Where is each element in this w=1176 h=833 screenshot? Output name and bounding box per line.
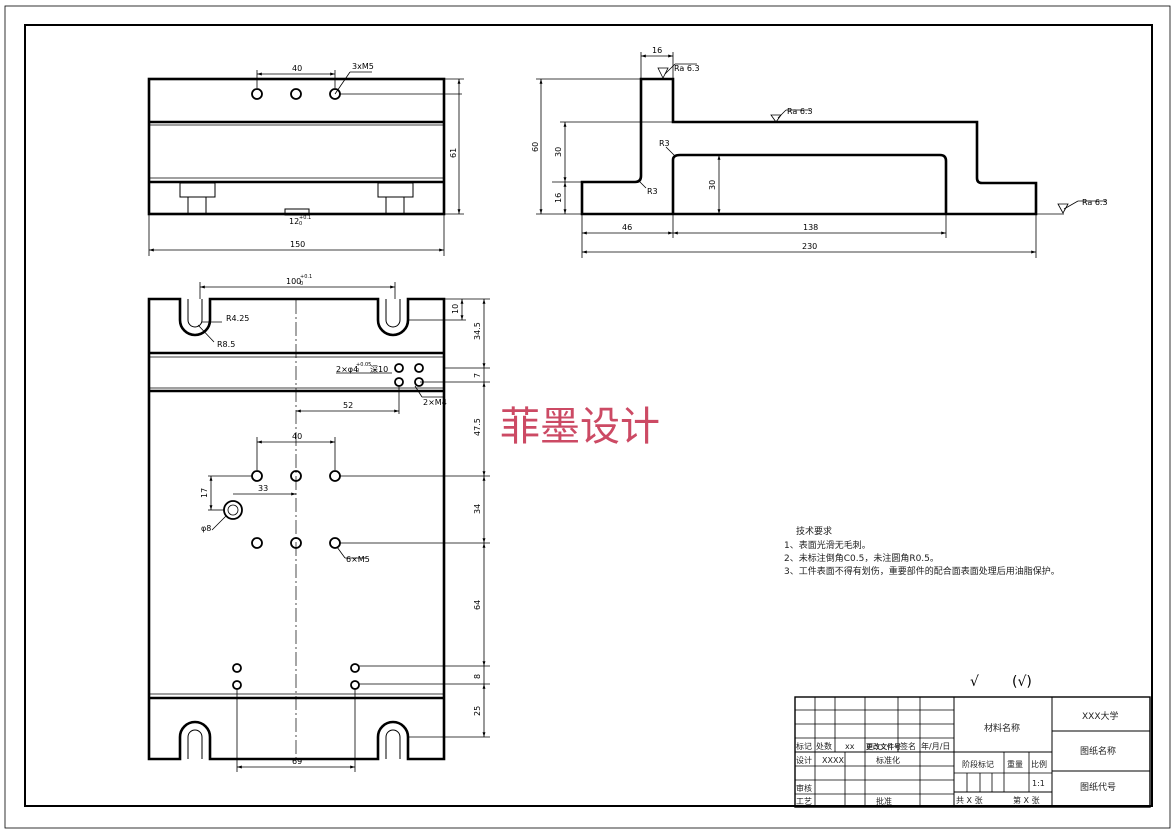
dim-plan-hole-spacing: 40 xyxy=(292,432,302,441)
dim-plan-v-10: 10 xyxy=(451,304,460,314)
dim-side-total-length: 230 xyxy=(802,242,817,251)
dim-top-width: 150 xyxy=(290,240,305,249)
inner-border xyxy=(24,24,1153,807)
dim-plan-offset-52: 52 xyxy=(343,401,353,410)
dim-plan-v-34: 34 xyxy=(473,504,482,514)
title-process: 工艺 xyxy=(796,797,812,806)
dim-plan-dowel-depth: 深10 xyxy=(370,365,388,374)
dim-plan-dia-8: φ8 xyxy=(201,524,211,533)
dim-plan-bottom-spacing: 69 xyxy=(292,757,302,766)
title-designer: XXXX xyxy=(822,756,844,765)
radius-upper: R3 xyxy=(659,139,670,148)
dim-side-channel-length: 138 xyxy=(803,223,818,232)
dim-plan-v-64: 64 xyxy=(473,600,482,610)
dim-slot-width-tol: +0.1 xyxy=(299,215,311,221)
dim-plan-offset-17: 17 xyxy=(200,488,209,498)
title-approve: 批准 xyxy=(876,796,892,806)
title-university: XXX大学 xyxy=(1082,710,1119,722)
general-roughness-bracket: (√) xyxy=(1012,674,1032,690)
dim-side-boss-width: 16 xyxy=(652,46,662,55)
title-stage-mark: 阶段标记 xyxy=(962,759,994,769)
dim-plan-slot-spacing-tol2: 0 xyxy=(300,281,303,287)
title-design: 设计 xyxy=(796,755,812,765)
roughness-right: Ra 6.3 xyxy=(1082,198,1108,207)
title-block: 材料名称 XXX大学 图纸名称 图纸代号 阶段标记 重量 比例 1:1 标记 处… xyxy=(794,696,1151,808)
title-row-sign: 签名 xyxy=(900,741,916,751)
dim-slot-width: 12 xyxy=(289,217,299,226)
plan-view: 100 +0.1 0 R4.25 R8.5 10 34.5 7 47.5 34 … xyxy=(147,274,490,772)
title-drawing-name: 图纸名称 xyxy=(1080,745,1116,757)
title-scale-value: 1:1 xyxy=(1032,779,1045,788)
notes-item-2: 2、未标注倒角C0.5，未注圆角R0.5。 xyxy=(784,552,939,564)
title-sheet-no: 第 X 张 xyxy=(1013,795,1040,805)
dim-plan-v-8: 8 xyxy=(473,674,482,679)
radius-lower: R3 xyxy=(647,187,658,196)
title-drawing-code: 图纸代号 xyxy=(1080,781,1116,793)
title-standard: 标准化 xyxy=(876,755,900,765)
dim-top-hole-spacing: 40 xyxy=(292,64,302,73)
technical-notes: 技术要求 1、表面光滑无毛刺。 2、未标注倒角C0.5，未注圆角R0.5。 3、… xyxy=(784,525,1060,577)
dim-side-base-height: 16 xyxy=(554,193,563,203)
dim-side-left-length: 46 xyxy=(622,223,632,232)
notes-item-3: 3、工件表面不得有划伤，重要部件的配合面表面处理后用油脂保护。 xyxy=(784,565,1060,577)
dim-plan-offset-33: 33 xyxy=(258,484,268,493)
dim-plan-v-25: 25 xyxy=(473,706,482,716)
dim-top-height: 61 xyxy=(449,148,458,158)
dim-plan-slot-radius-inner: R4.25 xyxy=(226,314,249,323)
dim-plan-dowel-note: 2×φ4 xyxy=(336,365,358,374)
title-total-sheets: 共 X 张 xyxy=(956,796,983,805)
title-row-xx: xx xyxy=(845,742,855,751)
dim-side-channel-depth: 30 xyxy=(708,180,717,190)
dim-plan-slot-spacing: 100 xyxy=(286,277,301,286)
top-view: 40 3xM5 61 12 +0.1 0 150 xyxy=(147,62,464,256)
roughness-top: Ra 6.3 xyxy=(787,107,813,116)
outer-border xyxy=(4,5,1171,829)
title-row-change-doc: 更改文件号 xyxy=(866,742,901,751)
title-row-count: 处数 xyxy=(816,741,832,751)
dim-plan-v-345: 34.5 xyxy=(473,322,482,340)
title-row-mark: 标记 xyxy=(796,741,812,751)
notes-title: 技术要求 xyxy=(796,525,832,537)
dim-plan-v-475: 47.5 xyxy=(473,418,482,436)
notes-item-1: 1、表面光滑无毛刺。 xyxy=(784,539,871,551)
dim-plan-thread-note: 2×M4 xyxy=(423,398,447,407)
dim-top-hole-note: 3xM5 xyxy=(352,62,374,71)
title-weight: 重量 xyxy=(1007,759,1023,769)
title-scale: 比例 xyxy=(1031,759,1047,769)
dim-plan-slot-radius-outer: R8.5 xyxy=(217,340,235,349)
title-review: 审核 xyxy=(796,783,812,793)
dim-plan-slot-spacing-tol: +0.1 xyxy=(300,274,312,280)
dim-slot-width-tol2: 0 xyxy=(299,221,302,227)
dim-plan-hole-note: 6×M5 xyxy=(346,555,370,564)
roughness-boss: Ra 6.3 xyxy=(674,64,700,73)
general-roughness-symbol: √ xyxy=(970,674,979,690)
dim-side-step-height: 30 xyxy=(554,147,563,157)
dim-plan-dowel-tol2: 0 xyxy=(356,368,359,374)
side-view: 16 Ra 6.3 Ra 6.3 Ra 6.3 R3 R3 60 30 16 xyxy=(531,46,1108,258)
dim-plan-dowel-tol: +0.05 xyxy=(356,362,371,368)
dim-side-boss-height: 60 xyxy=(531,142,540,152)
title-material: 材料名称 xyxy=(984,722,1020,734)
watermark: 菲墨设计 xyxy=(500,404,660,450)
dim-plan-v-7: 7 xyxy=(473,373,482,378)
title-row-date: 年/月/日 xyxy=(921,741,950,751)
